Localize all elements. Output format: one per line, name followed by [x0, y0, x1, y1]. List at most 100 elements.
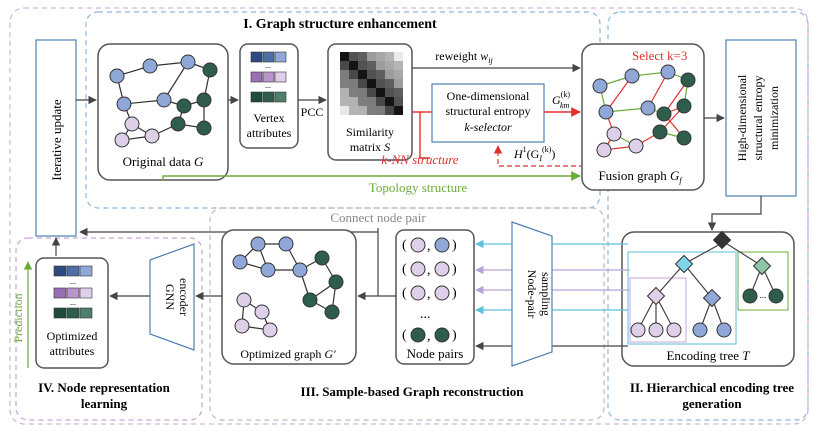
optimized-attr-ellipsis: ...	[70, 277, 76, 286]
similarity-cell	[367, 88, 376, 97]
svg-text:,: ,	[427, 263, 431, 278]
fusion-graph-label: Fusion graph Gf	[598, 168, 683, 185]
section-2-border	[607, 11, 809, 421]
similarity-cell	[385, 97, 394, 106]
knn-line	[412, 111, 430, 159]
fusion-graph-box	[581, 43, 705, 191]
similarity-cell	[349, 70, 358, 79]
tree-subregion-cyan	[627, 251, 737, 345]
svg-text:,: ,	[427, 239, 431, 254]
vertex-attributes-label-2: attributes	[247, 126, 292, 140]
tree-subregion-green	[737, 251, 789, 311]
similarity-cell	[385, 88, 394, 97]
connect-node-pair-label: Connect node pair	[330, 210, 426, 225]
similarity-cell	[385, 106, 394, 115]
svg-text:,: ,	[427, 287, 431, 302]
similarity-cell	[367, 79, 376, 88]
similarity-cell	[394, 97, 403, 106]
optimized-attributes-label-2: attributes	[50, 344, 95, 358]
gnn-encoder-block	[149, 243, 195, 351]
similarity-cell	[376, 79, 385, 88]
similarity-heatmap	[340, 52, 403, 115]
svg-text:): )	[452, 328, 457, 343]
similarity-cell	[358, 106, 367, 115]
diamond-lavender-icon	[646, 286, 666, 306]
similarity-cell	[367, 70, 376, 79]
topology-label: Topology structure	[369, 180, 468, 195]
similarity-cell	[340, 97, 349, 106]
node-pairs-label: Node pairs	[407, 346, 464, 361]
similarity-cell	[385, 70, 394, 79]
similarity-cell	[394, 88, 403, 97]
optimized-attributes-label-1: Optimized	[47, 329, 98, 343]
section-outer-border	[9, 7, 809, 425]
similarity-cell	[340, 79, 349, 88]
similarity-cell	[367, 52, 376, 61]
hd-entropy-line1: High-dimensional	[735, 74, 749, 161]
section-1-title: I. Graph structure enhancement	[243, 17, 437, 32]
diamond-green-icon	[752, 256, 772, 276]
node-pair-sampling-block	[511, 221, 553, 367]
diamond-blue-icon-2	[702, 288, 722, 308]
similarity-cell	[376, 106, 385, 115]
node-pairs-box	[395, 229, 475, 365]
similarity-cell	[385, 79, 394, 88]
gnn-encoder-line2: encoder	[177, 278, 191, 316]
similarity-cell	[358, 52, 367, 61]
hd-entropy-line2: structural entropy	[751, 76, 765, 161]
g-km-label: G(k)km	[552, 90, 570, 110]
iterative-update-box	[35, 39, 77, 237]
fusion-nodes	[592, 64, 696, 158]
similarity-cell	[340, 106, 349, 115]
k-selector-line3: k-selector	[464, 120, 512, 134]
svg-text:(: (	[402, 238, 407, 253]
reweight-label: reweight wij	[435, 49, 493, 65]
section-2-title-line2: generation	[682, 396, 742, 411]
arrow-hd-to-tree	[707, 196, 762, 231]
similarity-cell	[349, 79, 358, 88]
optimized-attribute-rows	[53, 265, 93, 319]
node-pair-sampling-line1: Node-pair	[525, 270, 539, 319]
svg-text:): )	[452, 262, 457, 277]
k-selector-line1: One-dimensional	[447, 89, 530, 103]
similarity-label-1: Similarity	[346, 125, 394, 139]
similarity-cell	[349, 88, 358, 97]
topology-line	[162, 171, 581, 181]
h1-label: H1(GI(k))	[513, 145, 555, 163]
vertex-ellipsis: ...	[265, 61, 271, 70]
pcc-label: PCC	[301, 105, 324, 119]
similarity-cell	[340, 52, 349, 61]
section-4-title-line2: learning	[81, 396, 128, 411]
optimized-attr-ellipsis-2: ...	[70, 298, 76, 307]
section-4-title-line1: IV. Node representation	[38, 380, 171, 395]
node-pair-list: (,) (,) (,) ... (,)	[402, 237, 457, 344]
svg-text:): )	[452, 238, 457, 253]
similarity-cell	[394, 61, 403, 70]
similarity-cell	[349, 97, 358, 106]
similarity-cell	[358, 70, 367, 79]
similarity-cell	[376, 61, 385, 70]
section-4-border	[15, 237, 203, 421]
similarity-cell	[340, 88, 349, 97]
hd-entropy-box	[725, 39, 797, 197]
tree-nodes	[630, 230, 784, 338]
similarity-cell	[358, 79, 367, 88]
svg-text:): )	[452, 286, 457, 301]
select-k-label: Select k=3	[632, 48, 687, 63]
tree-ellipsis: ...	[760, 290, 767, 300]
similarity-cell	[394, 70, 403, 79]
optimized-graph-label: Optimized graph G′	[240, 347, 336, 361]
svg-text:(: (	[402, 262, 407, 277]
similarity-cell	[394, 106, 403, 115]
similarity-cell	[376, 52, 385, 61]
vertex-attributes-label-1: Vertex	[253, 111, 284, 125]
diamond-blue-icon	[674, 254, 694, 274]
svg-text:(: (	[402, 286, 407, 301]
similarity-cell	[349, 52, 358, 61]
original-graph-nodes	[109, 54, 218, 148]
prediction-label: Prediction	[11, 293, 25, 342]
optimized-graph-nodes	[232, 236, 344, 338]
svg-text:,: ,	[427, 329, 431, 344]
similarity-cell	[376, 97, 385, 106]
